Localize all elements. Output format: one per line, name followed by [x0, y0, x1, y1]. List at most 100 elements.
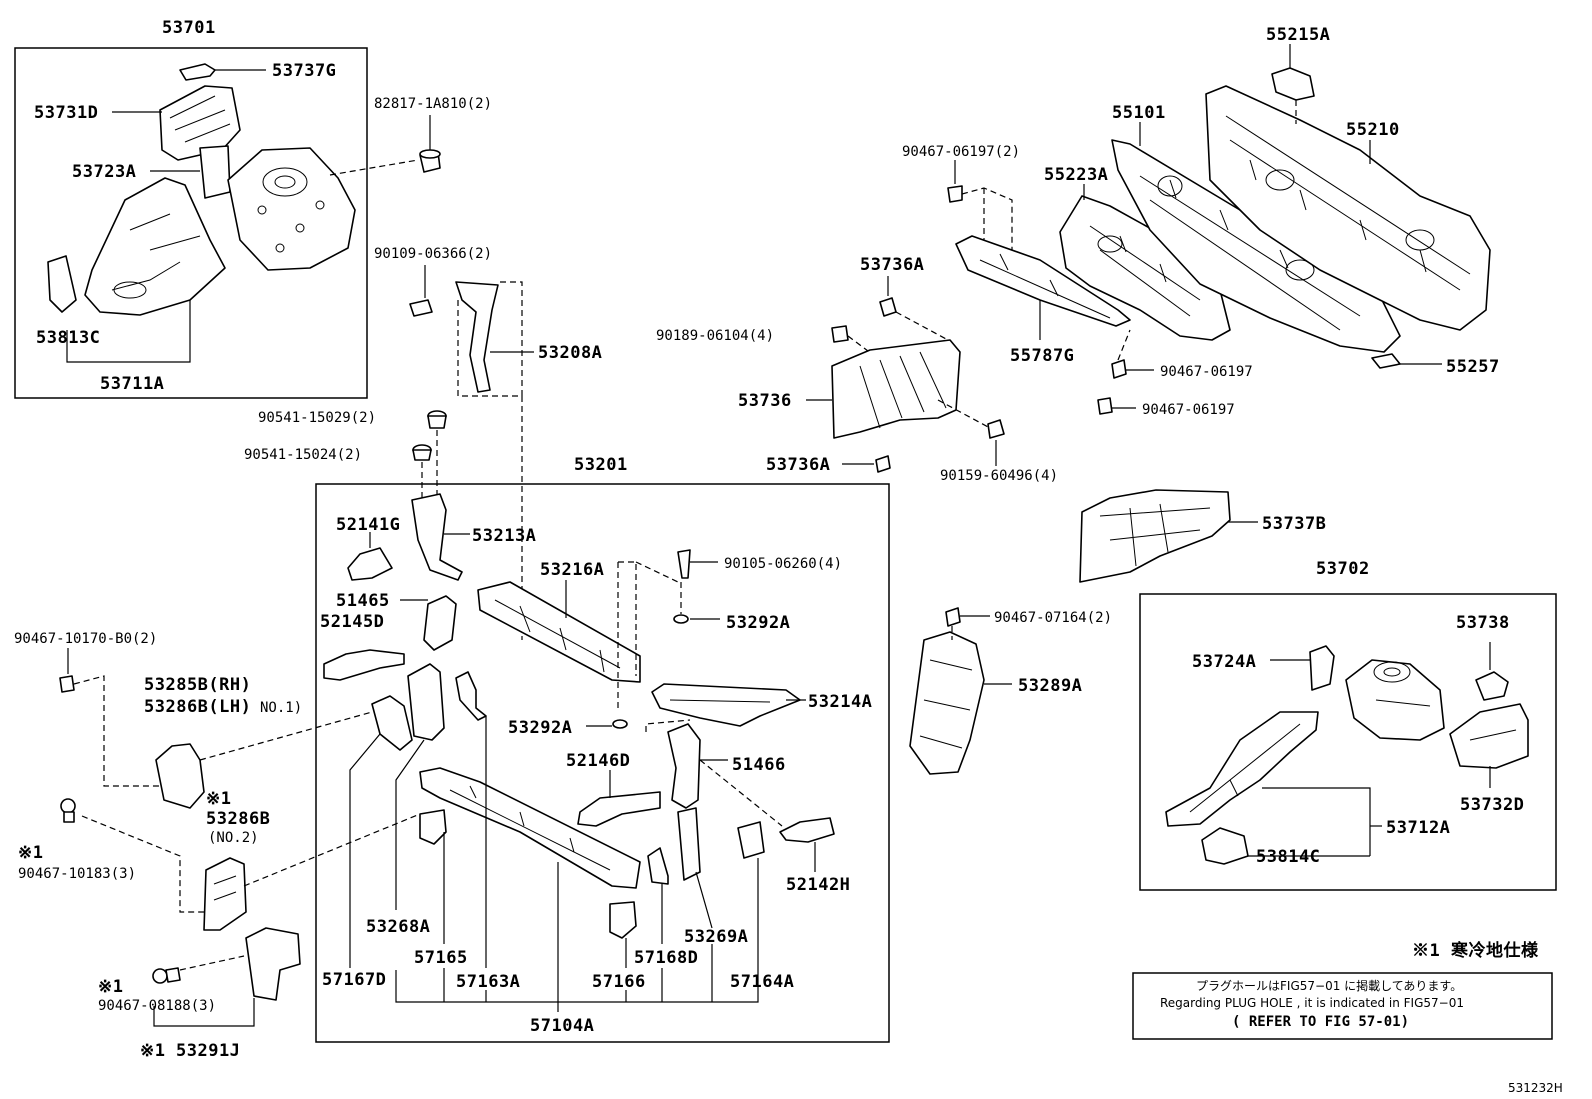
- fastener-90467-06197-2: [947, 160, 963, 203]
- label-90467-10183: 90467-10183(3): [18, 866, 136, 882]
- label-52142H: 52142H: [786, 875, 850, 895]
- label-53723A: 53723A: [72, 162, 136, 182]
- part-53216A: [477, 580, 641, 683]
- fastener-90541-15024: [412, 444, 432, 461]
- label-53736A-1: 53736A: [860, 255, 924, 275]
- label-53711A: 53711A: [100, 374, 164, 394]
- label-53724A: 53724A: [1192, 652, 1256, 672]
- fastener-90109: [409, 265, 433, 317]
- cold-region-legend: ※1 寒冷地仕様: [1412, 940, 1539, 961]
- group-box-53701: [14, 47, 368, 399]
- label-51466: 51466: [732, 755, 786, 775]
- label-82817: 82817-1A810(2): [374, 96, 492, 112]
- part-55215A: [1271, 44, 1315, 124]
- part-53213A: [411, 493, 470, 581]
- label-53701: 53701: [162, 18, 216, 38]
- fastener-90467-10183: [60, 798, 76, 823]
- label-57167D: 57167D: [322, 970, 386, 990]
- part-53814C: [1201, 827, 1370, 865]
- label-53286B-no2: (NO.2): [208, 830, 259, 846]
- notice-line-jp: プラグホールはFIG57−01 に掲載してあります。: [1196, 978, 1462, 993]
- label-90467-08188: 90467-08188(3): [98, 998, 216, 1014]
- notice-box: [1132, 972, 1553, 1040]
- label-53286B: 53286B: [206, 809, 270, 829]
- part-55210: [1205, 85, 1491, 331]
- label-53292A-2: 53292A: [508, 718, 572, 738]
- label-53214A: 53214A: [808, 692, 872, 712]
- part-53268A: [395, 663, 445, 910]
- dash-53285: [199, 711, 373, 761]
- label-55215A: 55215A: [1266, 25, 1330, 45]
- fastener-53736A-bottom: [842, 455, 891, 473]
- part-53738: [1475, 642, 1509, 701]
- part-strut-tower-left: [227, 147, 356, 271]
- part-53286B-no2: [203, 857, 247, 931]
- part-57165: [419, 809, 447, 944]
- label-90541-15024: 90541-15024(2): [244, 447, 362, 463]
- washer-53292A-1: [673, 614, 720, 624]
- label-53286B-no1: NO.1): [260, 700, 302, 716]
- label-53738: 53738: [1456, 613, 1510, 633]
- part-53711A: [66, 177, 226, 363]
- fastener-82817: [419, 115, 441, 173]
- label-90467-06197-a: 90467-06197: [1160, 364, 1253, 380]
- part-53732D: [1449, 703, 1529, 788]
- label-90541-15029: 90541-15029(2): [258, 410, 376, 426]
- fastener-90467-06197-a: [1111, 359, 1154, 379]
- part-52146D: [577, 770, 661, 827]
- label-53813C: 53813C: [36, 328, 100, 348]
- label-90467-07164: 90467-07164(2): [994, 610, 1112, 626]
- part-55223A: [1059, 184, 1231, 341]
- label-90109: 90109-06366(2): [374, 246, 492, 262]
- label-55101: 55101: [1112, 103, 1166, 123]
- part-53289A: [909, 631, 1012, 775]
- label-53269A: 53269A: [684, 927, 748, 947]
- label-53201: 53201: [574, 455, 628, 475]
- dash-08188: [179, 955, 245, 971]
- dash-55787: [961, 187, 1013, 250]
- label-57165: 57165: [414, 948, 468, 968]
- label-90467-10170: 90467-10170-B0(2): [14, 631, 157, 647]
- part-51465: [400, 595, 457, 651]
- label-52145D: 52145D: [320, 612, 384, 632]
- label-90467-06197-2: 90467-06197(2): [902, 144, 1020, 160]
- note-mark-2: ※1: [18, 843, 43, 863]
- bracket-53291J: [153, 998, 255, 1027]
- part-53731D: [112, 85, 241, 161]
- part-53291J: [245, 927, 301, 1001]
- part-strut-tower-right: [1345, 659, 1445, 741]
- label-53736A-2: 53736A: [766, 455, 830, 475]
- dash-10183: [81, 815, 206, 913]
- dash-53736A: [895, 311, 949, 341]
- label-57168D: 57168D: [634, 948, 698, 968]
- part-53269A: [677, 807, 713, 929]
- part-53737B: [1079, 489, 1258, 583]
- note-mark-3: ※1: [98, 977, 123, 997]
- dash-06197: [1117, 329, 1131, 361]
- note-mark-4: ※1: [140, 1041, 165, 1061]
- label-53731D: 53731D: [34, 103, 98, 123]
- label-53208A: 53208A: [538, 343, 602, 363]
- label-53216A: 53216A: [540, 560, 604, 580]
- label-57104A: 57104A: [530, 1016, 594, 1036]
- dash-53216: [618, 561, 637, 676]
- fastener-53736A-top: [879, 276, 897, 317]
- label-52141G: 52141G: [336, 515, 400, 535]
- note-mark-1: ※1: [206, 789, 231, 809]
- label-55787G: 55787G: [1010, 346, 1074, 366]
- part-53208A: [455, 281, 534, 397]
- label-55210: 55210: [1346, 120, 1400, 140]
- fastener-90159: [987, 419, 1005, 466]
- bracket-57104A: [395, 968, 759, 1003]
- fastener-90467-06197-b: [1097, 397, 1136, 415]
- notice-line-ref: ( REFER TO FIG 57-01): [1232, 1014, 1409, 1030]
- label-53292A-1: 53292A: [726, 613, 790, 633]
- label-53289A: 53289A: [1018, 676, 1082, 696]
- label-90467-06197-b: 90467-06197: [1142, 402, 1235, 418]
- label-52146D: 52146D: [566, 751, 630, 771]
- part-57164A: [737, 821, 765, 968]
- label-53737G: 53737G: [272, 61, 336, 81]
- part-52142H: [779, 817, 835, 872]
- part-53736: [806, 339, 961, 439]
